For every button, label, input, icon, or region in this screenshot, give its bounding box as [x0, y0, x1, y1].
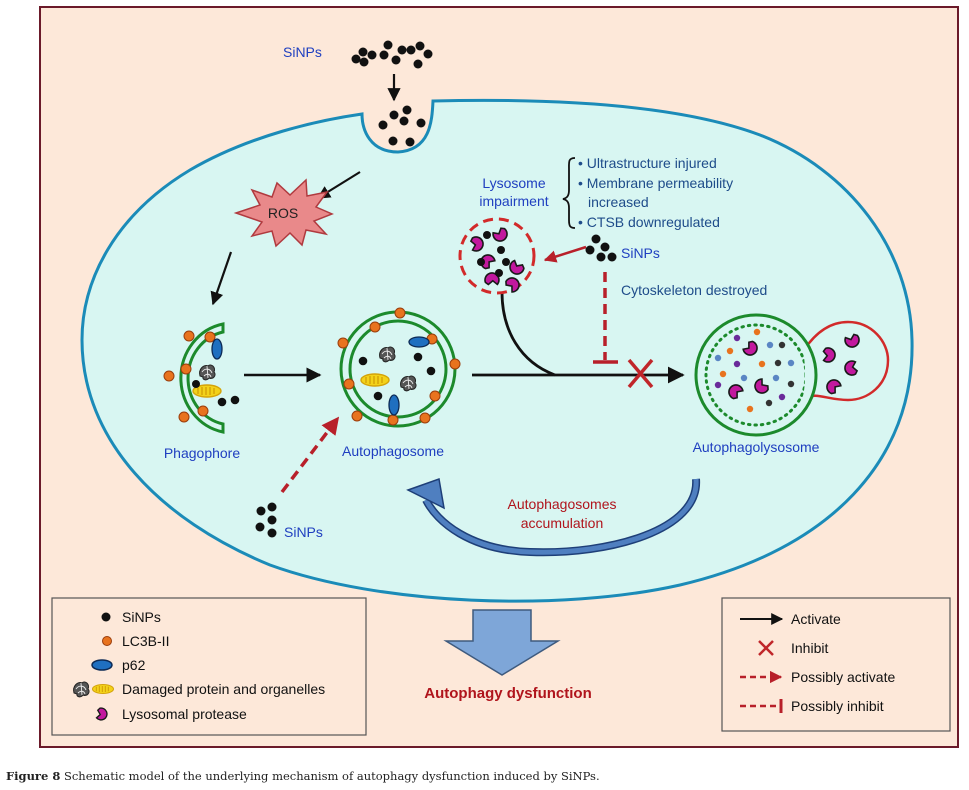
- label-autophagolysosome: Autophagolysosome: [693, 439, 820, 455]
- impairment-point-1: • Ultrastructure injured: [578, 155, 717, 171]
- label-ros: ROS: [268, 205, 298, 221]
- label-lysosome-impairment-1: Lysosome: [482, 175, 546, 191]
- legend-label-possibly-activate: Possibly activate: [791, 669, 895, 685]
- label-accumulation-1: Autophagosomes: [508, 496, 617, 512]
- arrow-sinps-to-lysosome: [543, 245, 587, 263]
- label-phagophore: Phagophore: [164, 445, 241, 461]
- figure-caption: Figure 8 Schematic model of the underlyi…: [6, 769, 600, 783]
- ros-burst: [233, 178, 334, 248]
- brace: [562, 157, 576, 229]
- legend-label-p62: p62: [122, 657, 146, 673]
- legend-components: SiNPs LC3B-II p62 Damaged protein and or…: [51, 597, 367, 736]
- accumulation-arrow: [406, 477, 701, 557]
- legend-label-lc3: LC3B-II: [122, 633, 169, 649]
- impairment-point-2b: increased: [588, 194, 649, 210]
- label-cytoskeleton-destroyed: Cytoskeleton destroyed: [621, 282, 767, 298]
- legend-label-possibly-inhibit: Possibly inhibit: [791, 698, 884, 714]
- legend-inhibit-icon: [758, 640, 774, 656]
- autophagolysosome: [694, 313, 890, 437]
- legend-p62-icon: [91, 659, 113, 671]
- label-accumulation-2: accumulation: [521, 515, 604, 531]
- arrow-ros-to-phagophore: [210, 251, 233, 306]
- legend-label-sinps: SiNPs: [122, 609, 161, 625]
- label-autophagosome: Autophagosome: [342, 443, 444, 459]
- legend-label-activate: Activate: [791, 611, 841, 627]
- legend-lc3-icon: [102, 636, 112, 646]
- impairment-point-3: • CTSB downregulated: [578, 214, 720, 230]
- legend-label-protease: Lysosomal protease: [122, 706, 247, 722]
- label-sinps-bottom: SiNPs: [284, 524, 323, 540]
- sinps-cluster-right: [585, 234, 617, 262]
- sinps-cluster-top: [351, 40, 433, 69]
- impairment-point-2: • Membrane permeability: [578, 175, 733, 191]
- phagophore: [163, 322, 240, 434]
- autophagosome: [337, 307, 461, 428]
- legend-sinps-icon: [101, 612, 111, 622]
- caption-text: Schematic model of the underlying mechan…: [60, 769, 600, 783]
- caption-label: Figure 8: [6, 769, 61, 783]
- label-autophagy-dysfunction: Autophagy dysfunction: [424, 685, 592, 702]
- big-down-arrow: [443, 609, 561, 676]
- label-lysosome-impairment-2: impairment: [479, 193, 548, 209]
- legend-arrows: Activate Inhibit Possibly activate Possi…: [721, 597, 951, 732]
- legend-mitochondrion-icon: [91, 683, 115, 695]
- legend-label-inhibit: Inhibit: [791, 640, 828, 656]
- sinps-endocytosed: [378, 105, 426, 147]
- label-sinps-top: SiNPs: [283, 44, 322, 60]
- lysosome-fusion-curve: [500, 291, 556, 377]
- sinps-cluster-bottom: [255, 502, 277, 538]
- label-sinps-right: SiNPs: [621, 245, 660, 261]
- legend-label-damaged: Damaged protein and organelles: [122, 681, 325, 697]
- impaired-lysosome: [458, 217, 536, 295]
- inhibit-x-icon: [627, 358, 654, 389]
